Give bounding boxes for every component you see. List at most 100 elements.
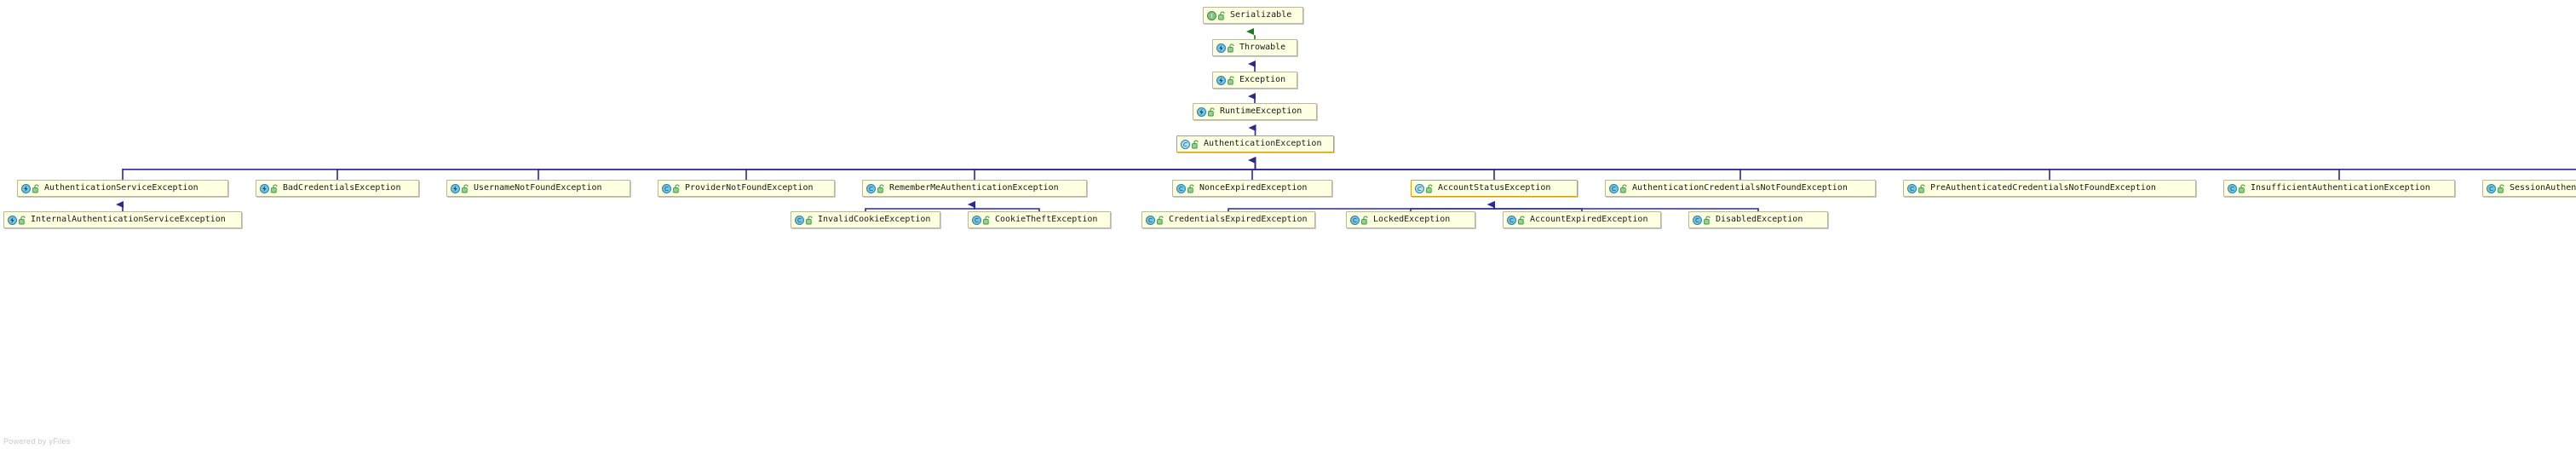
public-visibility-lock-icon [1228, 43, 1235, 53]
class-node-label: BadCredentialsException [283, 183, 401, 193]
class-bolt-icon [21, 183, 31, 193]
svg-text:C: C [1148, 217, 1153, 224]
class-icon: C [1907, 183, 1917, 193]
public-visibility-lock-icon [271, 183, 279, 193]
svg-text:C: C [975, 217, 979, 224]
public-visibility-lock-icon [1157, 215, 1164, 225]
class-node-providernotfoundexception[interactable]: C ProviderNotFoundException [658, 180, 835, 197]
public-visibility-lock-icon [1208, 106, 1216, 117]
class-node-badcredentialsexception[interactable]: BadCredentialsException [256, 180, 419, 197]
public-visibility-lock-icon [32, 183, 40, 193]
class-node-lockedexception[interactable]: C LockedException [1346, 211, 1475, 228]
class-node-sessionauthenticationexception[interactable]: CSessionAuthenticationException [2482, 180, 2576, 197]
public-visibility-lock-icon [1218, 10, 1226, 20]
class-node-remembermeauthenticationexception[interactable]: C RememberMeAuthenticationException [862, 180, 1087, 197]
class-node-insufficientauthenticationexception[interactable]: C InsufficientAuthenticationException [2223, 180, 2455, 197]
class-node-label: PreAuthenticatedCredentialsNotFoundExcep… [1930, 183, 2156, 193]
edge-extends-accountstatusexception-to-authenticationexception [1248, 157, 1495, 180]
edge-extends-lockedexception-to-accountstatusexception [1410, 201, 1495, 211]
class-node-internalauthenticationserviceexception[interactable]: InternalAuthenticationServiceException [3, 211, 242, 228]
class-node-label: SessionAuthenticationException [2510, 183, 2576, 193]
class-node-throwable[interactable]: Throwable [1212, 39, 1297, 56]
class-icon: C [1609, 183, 1619, 193]
public-visibility-lock-icon [19, 215, 26, 225]
class-icon: C [1350, 215, 1360, 225]
edge-implements-throwable-to-serializable [1246, 28, 1256, 39]
class-node-label: AuthenticationException [1204, 139, 1322, 148]
public-visibility-lock-icon [1426, 183, 1434, 193]
class-node-authenticationcredentialsnotfound[interactable]: C AuthenticationCredentialsNotFoundExcept… [1605, 180, 1876, 197]
class-bolt-icon [451, 183, 460, 193]
public-visibility-lock-icon [1192, 139, 1199, 149]
class-node-label: AccountExpiredException [1530, 215, 1648, 224]
class-node-runtimeexception[interactable]: RuntimeException [1193, 103, 1317, 120]
class-node-label: AccountStatusException [1438, 183, 1551, 193]
class-node-label: ProviderNotFoundException [685, 183, 814, 193]
svg-text:C: C [869, 186, 873, 193]
public-visibility-lock-icon [983, 215, 991, 225]
class-node-label: AuthenticationCredentialsNotFoundExcepti… [1632, 183, 1848, 193]
public-visibility-lock-icon [806, 215, 814, 225]
class-node-accountexpiredexception[interactable]: C AccountExpiredException [1503, 211, 1661, 228]
svg-text:C: C [1910, 186, 1914, 193]
class-node-authenticationexception[interactable]: C AuthenticationException [1176, 135, 1334, 153]
class-icon: C [2228, 183, 2237, 193]
svg-text:C: C [1695, 217, 1699, 224]
public-visibility-lock-icon [1361, 215, 1369, 225]
class-node-label: RememberMeAuthenticationException [889, 183, 1059, 193]
class-node-label: LockedException [1373, 215, 1451, 224]
class-node-label: InsufficientAuthenticationException [2251, 183, 2430, 193]
class-icon: C [866, 183, 876, 193]
class-icon: C [1176, 183, 1186, 193]
svg-text:C: C [1612, 186, 1616, 193]
class-bolt-icon [8, 215, 17, 225]
svg-text:C: C [797, 217, 802, 224]
class-icon: C [972, 215, 981, 225]
class-abstract-icon: C [1415, 183, 1424, 193]
public-visibility-lock-icon [1918, 183, 1926, 193]
public-visibility-lock-icon [673, 183, 681, 193]
public-visibility-lock-icon [1187, 183, 1195, 193]
svg-text:C: C [1353, 217, 1357, 224]
class-node-label: Throwable [1239, 43, 1286, 52]
edge-extends-remembermeauthenticationexception-to-authenticationexception [974, 157, 1256, 180]
class-node-label: InvalidCookieException [818, 215, 931, 224]
edge-extends-authenticationcredentialsnotfound-to-authenticationexception [1248, 157, 1741, 180]
class-node-label: Exception [1239, 75, 1286, 84]
class-node-preauthenticatedcredentialsnotfound[interactable]: C PreAuthenticatedCredentialsNotFoundExce… [1903, 180, 2196, 197]
class-icon: C [1507, 215, 1516, 225]
class-bolt-icon [1197, 106, 1206, 117]
interface-icon: I [1207, 10, 1216, 20]
class-node-invalidcookieexception[interactable]: C InvalidCookieException [791, 211, 940, 228]
class-node-label: NonceExpiredException [1199, 183, 1308, 193]
class-bolt-icon [260, 183, 269, 193]
public-visibility-lock-icon [1620, 183, 1628, 193]
edge-extends-badcredentialsexception-to-authenticationexception [336, 157, 1256, 180]
public-visibility-lock-icon [1518, 215, 1526, 225]
class-icon: C [662, 183, 671, 193]
class-node-label: CookieTheftException [995, 215, 1098, 224]
svg-text:C: C [2230, 186, 2234, 193]
edge-extends-nonceexpiredexception-to-authenticationexception [1248, 157, 1256, 180]
class-node-exception[interactable]: Exception [1212, 72, 1297, 89]
svg-text:C: C [664, 186, 669, 193]
edge-extends-providernotfoundexception-to-authenticationexception [745, 157, 1256, 180]
edge-extends-insufficientauthenticationexception-to-authenticationexception [1248, 157, 2340, 180]
class-node-usernamenotfoundexception[interactable]: UsernameNotFoundException [446, 180, 630, 197]
class-bolt-icon [1216, 43, 1226, 53]
class-icon: C [1693, 215, 1702, 225]
svg-text:C: C [1183, 141, 1187, 148]
class-node-label: InternalAuthenticationServiceException [31, 215, 226, 224]
class-node-nonceexpiredexception[interactable]: C NonceExpiredException [1172, 180, 1332, 197]
class-node-authenticationserviceexception[interactable]: AuthenticationServiceException [17, 180, 228, 197]
edge-extends-disabledexception-to-accountstatusexception [1487, 201, 1759, 211]
class-node-accountstatusexception[interactable]: C AccountStatusException [1411, 180, 1578, 197]
class-icon: C [1146, 215, 1155, 225]
class-node-cookietheftexception[interactable]: C CookieTheftException [968, 211, 1111, 228]
class-abstract-icon: C [1181, 139, 1190, 149]
public-visibility-lock-icon [462, 183, 469, 193]
yfiles-watermark: Powered by yFiles [3, 437, 71, 446]
